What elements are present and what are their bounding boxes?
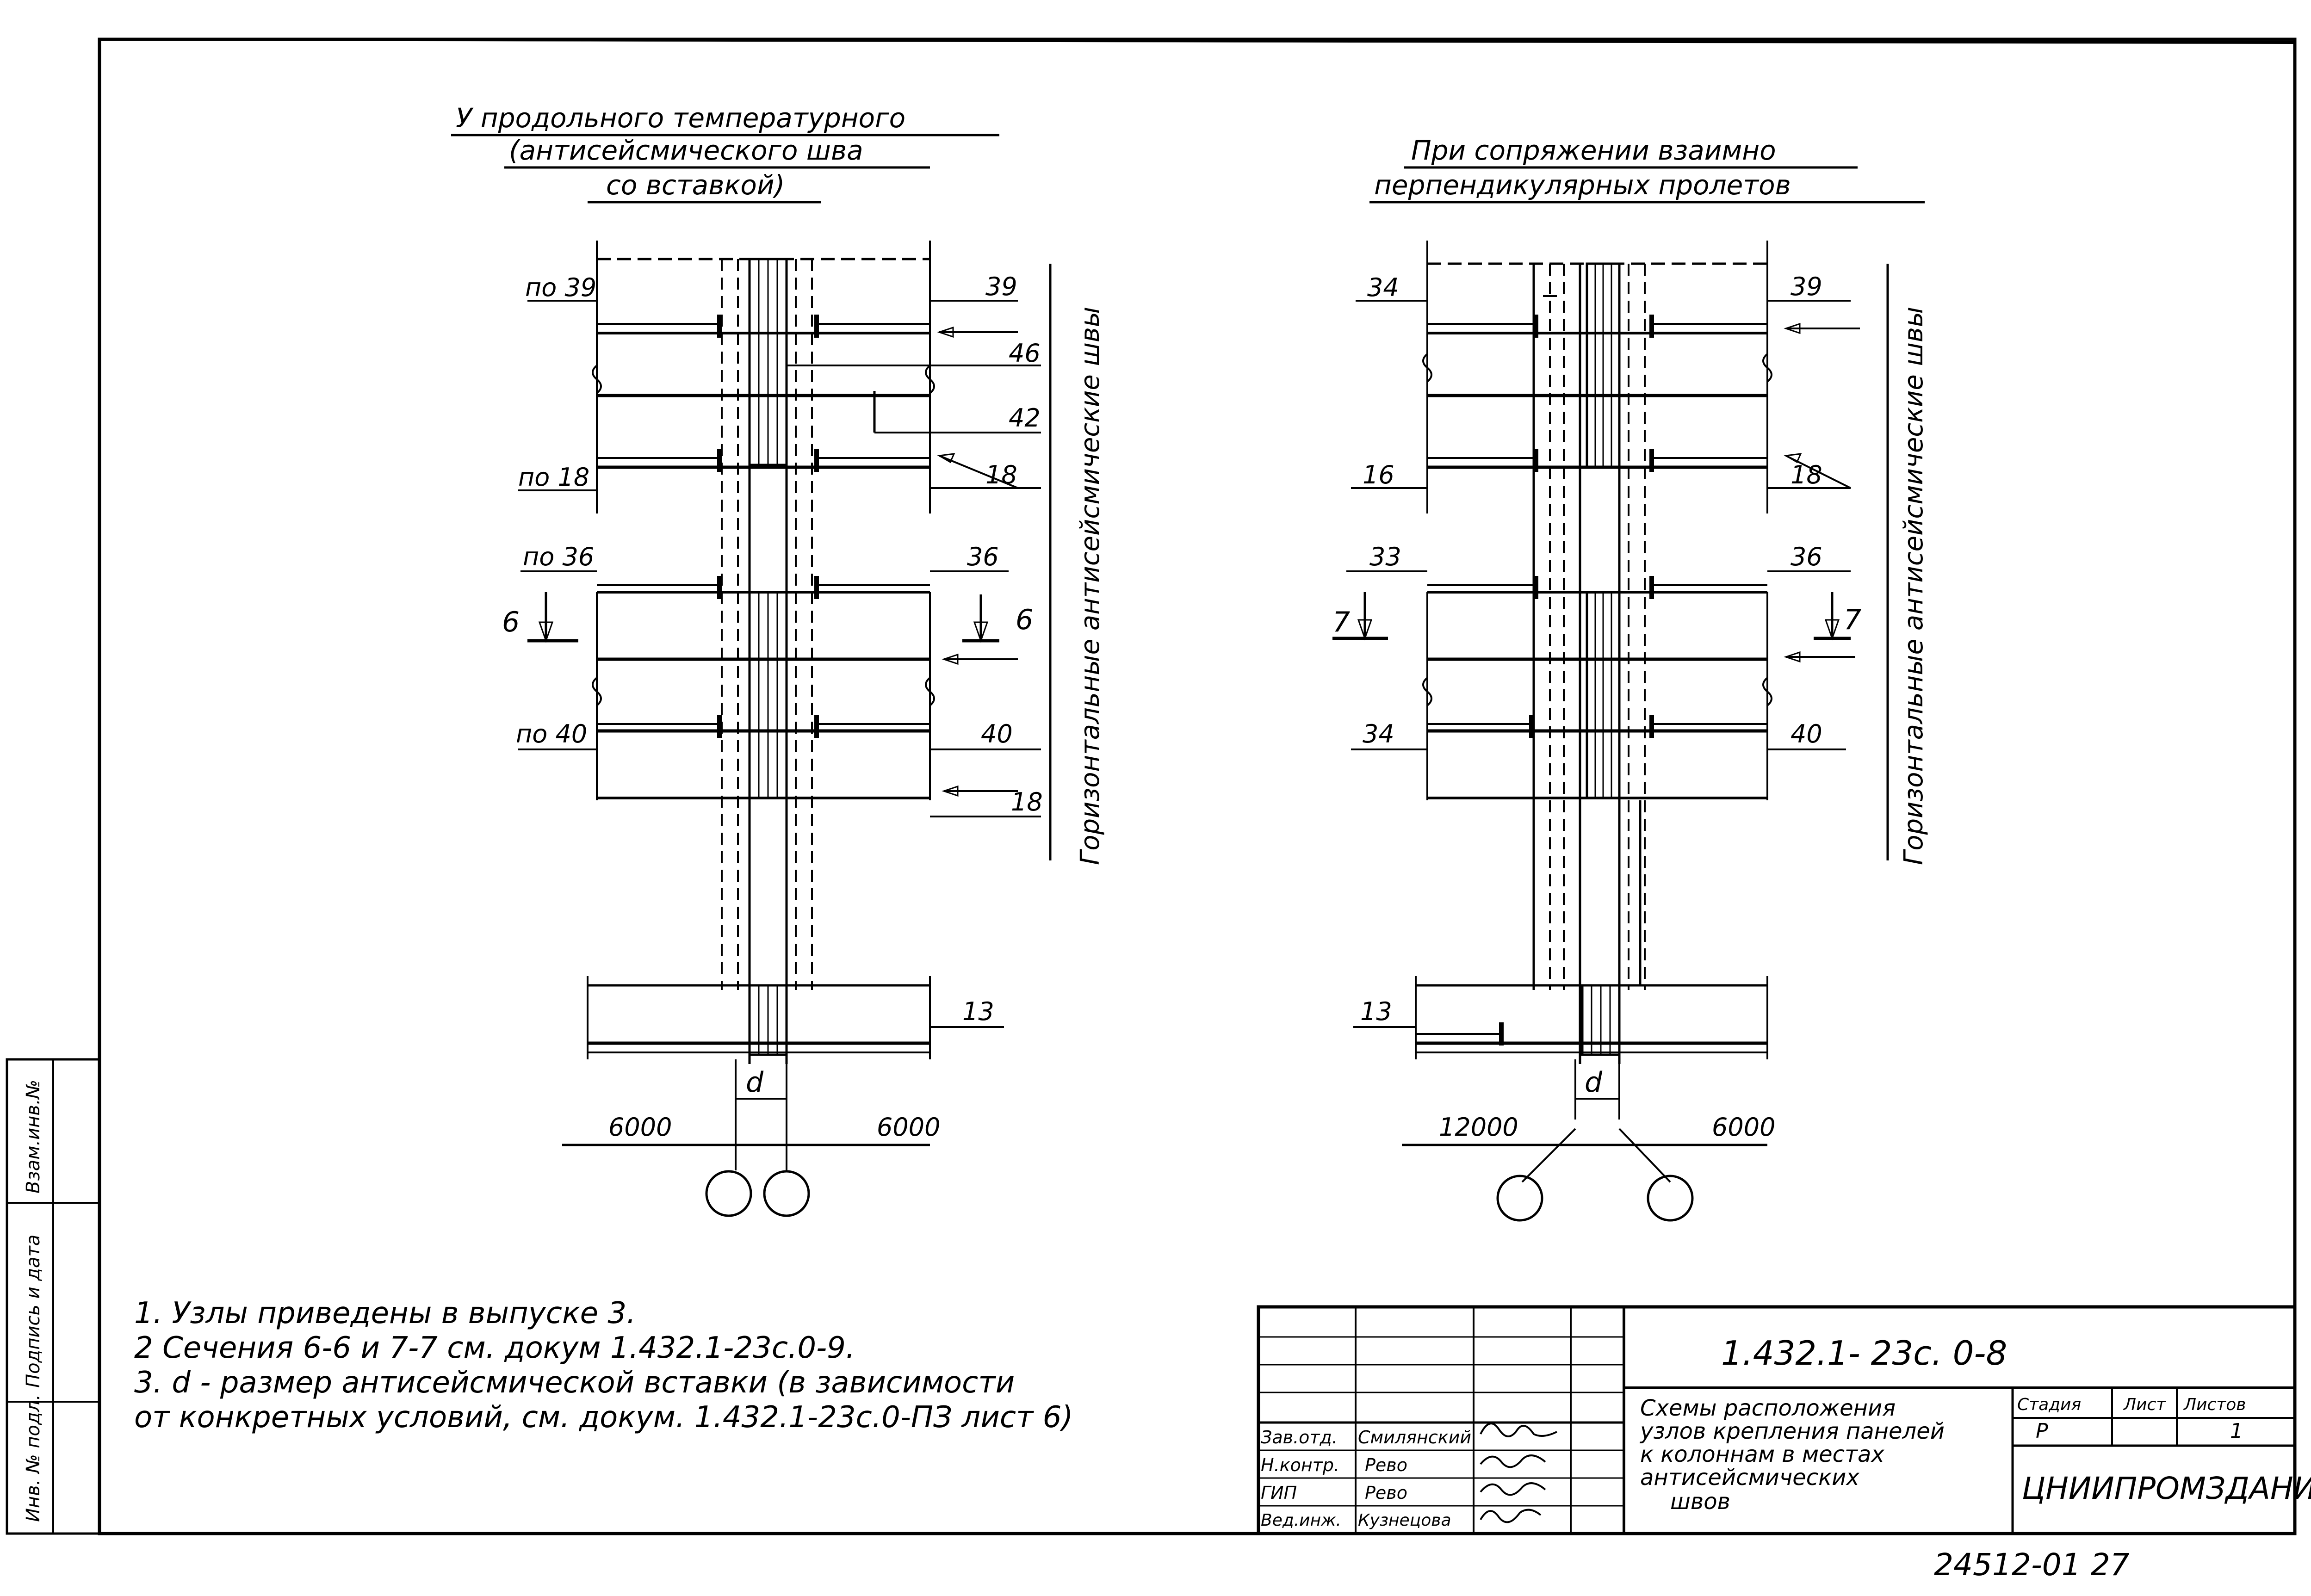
sheets-header: Листов bbox=[2183, 1395, 2246, 1414]
name-4: Кузнецова bbox=[1358, 1511, 1451, 1530]
sheet-title-1: Схемы расположения bbox=[1640, 1395, 1896, 1421]
left-view-labels: по 39 39 46 42 по 18 18 по 36 36 6 6 по … bbox=[502, 272, 1105, 1142]
label-42: 42 bbox=[1009, 403, 1041, 433]
label-po18: по 18 bbox=[518, 463, 589, 492]
title-block: 1.432.1- 23с. 0-8 Схемы расположения узл… bbox=[1257, 1305, 2311, 1535]
right-view: При сопряжении взаимно перпендикулярных … bbox=[1332, 135, 1925, 1222]
label-39-right-r: 39 bbox=[1791, 272, 1822, 301]
dim-12000: 12000 bbox=[1439, 1113, 1518, 1142]
right-axis-circle-1 bbox=[1496, 1175, 1543, 1222]
right-title-line-2: перпендикулярных пролетов bbox=[1374, 169, 1791, 201]
label-36-right: 36 bbox=[967, 542, 999, 571]
label-18-right-bottom: 18 bbox=[1011, 787, 1043, 817]
sheet-title-4: антисейсмических bbox=[1640, 1465, 1859, 1491]
label-d-r: d bbox=[1585, 1066, 1603, 1099]
role-4: Вед.инж. bbox=[1261, 1511, 1341, 1530]
signature-marks bbox=[1480, 1423, 1557, 1523]
right-insert-block-top bbox=[1586, 262, 1621, 469]
right-insert-block-mid bbox=[1586, 591, 1621, 799]
role-1: Зав.отд. bbox=[1261, 1427, 1338, 1448]
sheet-header: Лист bbox=[2123, 1395, 2166, 1414]
label-33: 33 bbox=[1369, 542, 1401, 571]
organization: ЦНИИПРОМЗДАНИЙ bbox=[2022, 1470, 2311, 1506]
left-title-line-1: У продольного температурного bbox=[456, 102, 905, 134]
role-2: Н.контр. bbox=[1261, 1455, 1339, 1475]
dim-6000-right: 6000 bbox=[877, 1113, 940, 1142]
name-3: Рево bbox=[1365, 1483, 1407, 1503]
label-po39: по 39 bbox=[525, 273, 596, 302]
note-2: 2 Сечения 6-6 и 7-7 см. докум 1.432.1-23… bbox=[134, 1331, 855, 1365]
left-node-marks bbox=[717, 315, 819, 738]
label-po40: по 40 bbox=[516, 719, 587, 749]
stamp-inv-label: Инв. № подл. bbox=[23, 1394, 44, 1522]
name-2: Рево bbox=[1365, 1455, 1407, 1475]
role-3: ГИП bbox=[1261, 1483, 1297, 1503]
left-insert-block-top bbox=[748, 258, 788, 466]
label-39-right: 39 bbox=[985, 272, 1017, 301]
label-36-r: 36 bbox=[1791, 542, 1822, 571]
left-vertical-label: Горизонтальные антисейсмические швы bbox=[1075, 307, 1105, 865]
dim-6000-r: 6000 bbox=[1712, 1113, 1775, 1142]
stage-header: Стадия bbox=[2017, 1395, 2081, 1414]
label-40-right: 40 bbox=[981, 719, 1013, 749]
left-view: У продольного температурного (антисейсми… bbox=[451, 102, 1052, 1217]
right-vertical-label: Горизонтальные антисейсмические швы bbox=[1899, 307, 1929, 865]
dim-6000-left: 6000 bbox=[608, 1113, 672, 1142]
label-34-bottom: 34 bbox=[1363, 719, 1394, 749]
note-1: 1. Узлы приведены в выпуске 3. bbox=[134, 1296, 636, 1330]
sheet-frame bbox=[98, 37, 2297, 1535]
label-13-r: 13 bbox=[1360, 997, 1392, 1026]
sheets-value: 1 bbox=[2230, 1419, 2243, 1443]
margin-stamp: Инв. № подл. Подпись и дата Взам.инв.№ bbox=[6, 1058, 101, 1535]
sheet-title-3: к колоннам в местах bbox=[1640, 1441, 1884, 1467]
label-po36: по 36 bbox=[523, 542, 594, 571]
label-section-7-right: 7 bbox=[1844, 604, 1861, 636]
sheet-title-5: швов bbox=[1670, 1489, 1730, 1515]
right-node-marks bbox=[1499, 315, 1654, 1045]
label-section-6-left: 6 bbox=[502, 606, 520, 638]
name-1: Смилянский bbox=[1358, 1427, 1471, 1448]
label-section-7-left: 7 bbox=[1332, 606, 1350, 638]
note-4: от конкретных условий, см. докум. 1.432.… bbox=[134, 1400, 1073, 1435]
label-section-6-right: 6 bbox=[1016, 604, 1033, 636]
label-18-right-top: 18 bbox=[985, 460, 1017, 489]
left-title-line-2: (антисейсмического шва bbox=[509, 135, 863, 166]
label-34-top: 34 bbox=[1367, 273, 1399, 302]
label-d: d bbox=[746, 1066, 764, 1099]
label-18-r: 18 bbox=[1791, 460, 1822, 489]
label-40-r: 40 bbox=[1791, 719, 1822, 749]
stage-value: Р bbox=[2036, 1419, 2048, 1443]
left-insert-block-mid bbox=[748, 591, 788, 799]
stamp-sign-label: Подпись и дата bbox=[23, 1235, 44, 1388]
right-title-line-1: При сопряжении взаимно bbox=[1411, 135, 1776, 166]
label-16: 16 bbox=[1363, 460, 1394, 489]
stamp-replace-label: Взам.инв.№ bbox=[23, 1080, 44, 1194]
label-13: 13 bbox=[962, 997, 994, 1026]
sheet-title-2: узлов крепления панелей bbox=[1639, 1418, 1945, 1444]
right-axis-circle-2 bbox=[1647, 1175, 1694, 1222]
left-axis-circle-2 bbox=[763, 1170, 810, 1217]
sheet-frame-top-ext bbox=[99, 38, 2295, 44]
doc-code: 1.432.1- 23с. 0-8 bbox=[1721, 1334, 2007, 1373]
left-axis-circle-1 bbox=[705, 1170, 752, 1217]
left-title-line-3: со вставкой) bbox=[606, 169, 785, 201]
note-3: 3. d - размер антисейсмической вставки (… bbox=[134, 1366, 1015, 1400]
label-46: 46 bbox=[1009, 339, 1041, 368]
notes: 1. Узлы приведены в выпуске 3. 2 Сечения… bbox=[134, 1296, 1073, 1435]
right-view-labels: 34 39 16 18 33 36 7 7 34 40 13 d 12000 6… bbox=[1332, 272, 1929, 1142]
footer-number: 24512-01 27 bbox=[1934, 1547, 2130, 1583]
